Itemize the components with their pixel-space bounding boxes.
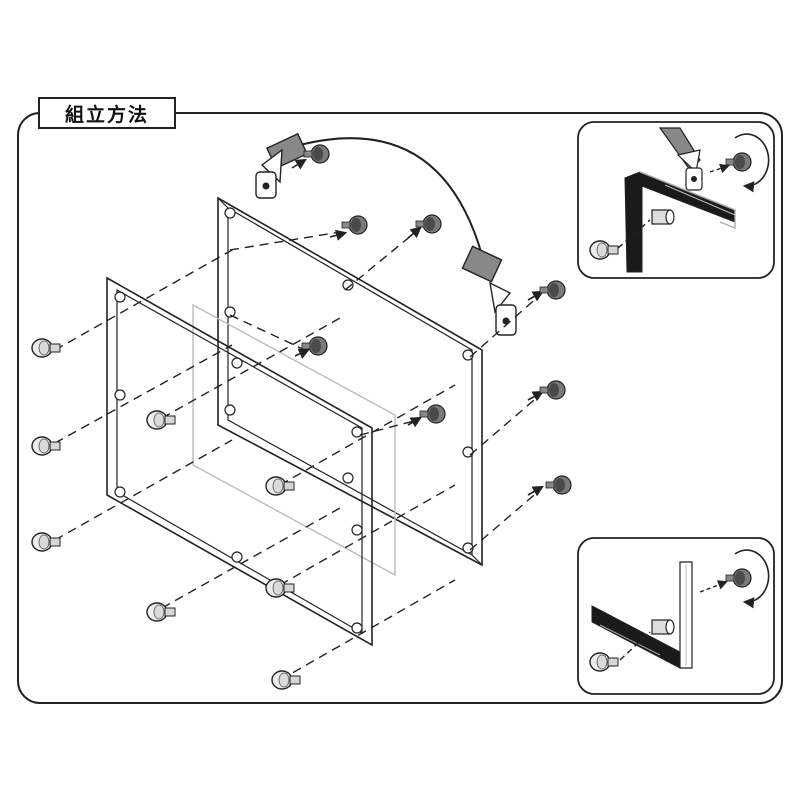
hanging-wire-icon <box>299 137 483 256</box>
back-panel <box>217 196 483 567</box>
clear-sheet <box>192 303 396 577</box>
inset-detail-bottom <box>577 537 775 695</box>
page-title: 組立方法 <box>38 97 176 129</box>
rotate-arrow-icon <box>734 133 770 193</box>
assembly-guides <box>54 229 541 681</box>
hanger-clip-icon <box>255 132 517 336</box>
rotate-arrow-icon <box>734 549 770 609</box>
inset-detail-top <box>577 121 775 279</box>
